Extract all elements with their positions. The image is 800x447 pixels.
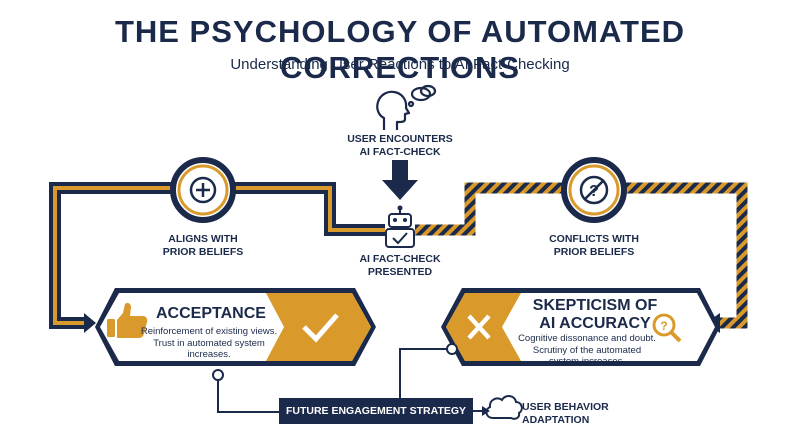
conflicts-label: CONFLICTS WITH PRIOR BELIEFS [549,233,639,258]
adaptation-label: USER BEHAVIOR ADAPTATION [522,401,609,426]
skepticism-desc: Cognitive dissonance and doubt. Scrutiny… [518,333,656,367]
strategy-connectors [212,343,490,416]
checkmark-icon [302,313,339,343]
acceptance-desc: Reinforcement of existing views. Trust i… [140,326,278,360]
down-arrow [382,160,418,200]
question-icon: ? [561,157,627,223]
skepticism-x-panel [446,293,521,361]
cloud-icon [485,395,523,420]
robot-icon [385,205,415,248]
acceptance-box [95,288,376,366]
acceptance-check-panel [266,293,371,361]
page-subtitle: Understanding User Reactions to AI Fact-… [230,56,570,73]
future-engagement-strategy: FUTURE ENGAGEMENT STRATEGY [279,398,473,424]
skepticism-title: SKEPTICISM OF AI ACCURACY [532,297,658,332]
start-node-label: USER ENCOUNTERS AI FACT-CHECK [347,133,453,158]
left-path-arrowhead [84,313,96,333]
plus-icon [170,157,236,223]
page-title: THE PSYCHOLOGY OF AUTOMATED CORRECTIONS [114,14,686,85]
svg-text:?: ? [589,183,599,200]
svg-text:?: ? [660,319,667,333]
thumbs-up-icon [107,303,148,338]
acceptance-title: ACCEPTANCE [156,305,266,322]
skepticism-box [441,288,720,366]
magnifier-question-icon: ? [652,313,682,343]
aligns-label: ALIGNS WITH PRIOR BELIEFS [162,233,244,258]
head-thought-icon [376,84,437,130]
presented-node-label: AI FACT-CHECK PRESENTED [359,253,441,278]
